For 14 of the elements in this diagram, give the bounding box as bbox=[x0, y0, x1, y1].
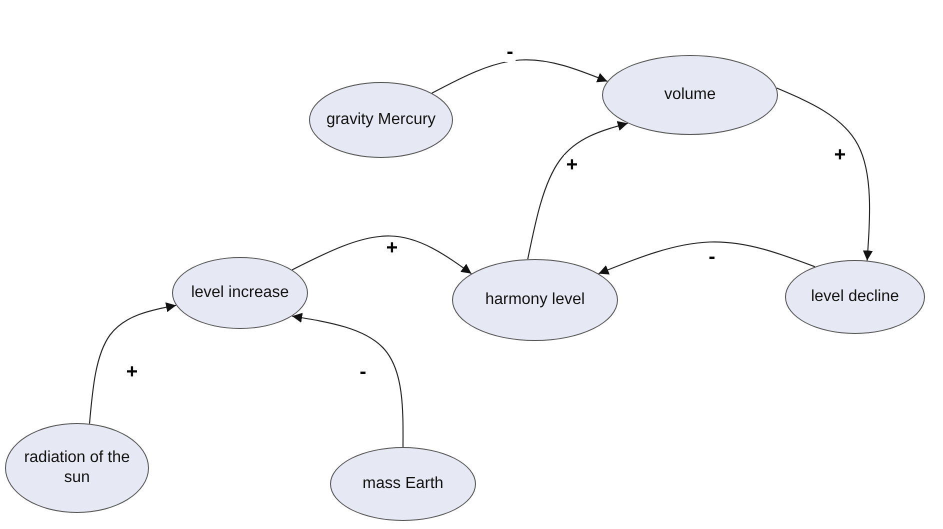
node-label: harmony level bbox=[484, 290, 586, 310]
arrow bbox=[88, 302, 176, 424]
arrow bbox=[292, 312, 404, 447]
node-label: mass Earth bbox=[362, 474, 444, 494]
node-label: level increase bbox=[190, 283, 290, 303]
arrow bbox=[432, 59, 608, 94]
node-label: level decline bbox=[810, 287, 900, 307]
node-label: gravity Mercury bbox=[325, 110, 437, 130]
node-label: radiation of the sun bbox=[23, 448, 131, 488]
arrow bbox=[776, 88, 873, 261]
arrow bbox=[292, 235, 472, 274]
arrow bbox=[598, 241, 816, 275]
node-label: volume bbox=[663, 85, 717, 105]
arrow bbox=[527, 121, 628, 260]
